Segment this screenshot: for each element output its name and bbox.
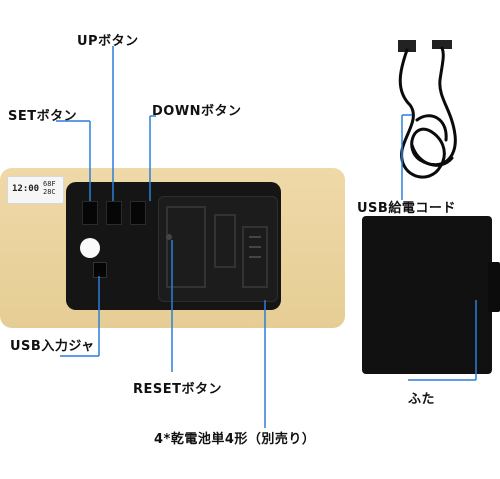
- reset-button[interactable]: [166, 234, 172, 240]
- up-button[interactable]: [106, 201, 122, 225]
- battery-lid-tab: [488, 262, 500, 312]
- reset-button-label: RESETボタン: [133, 382, 223, 397]
- lid-label: ふた: [408, 392, 436, 407]
- usb-input-label: USB入力ジャ: [10, 339, 95, 354]
- battery-contacts-icon: [166, 206, 268, 288]
- up-button-label: UPボタン: [77, 34, 139, 49]
- usb-input-port[interactable]: [93, 262, 107, 278]
- battery-label: 4*乾電池単4形（別売り）: [154, 432, 316, 447]
- set-button[interactable]: [82, 201, 98, 225]
- display-time: 12:00: [12, 184, 40, 194]
- battery-lid: [362, 216, 492, 374]
- usb-cable-icon: [398, 40, 457, 179]
- down-button[interactable]: [130, 201, 146, 225]
- display-temp-c: 28C: [43, 188, 56, 196]
- display-temperature: 68F 28C: [43, 180, 56, 196]
- battery-compartment: [158, 196, 278, 302]
- display-temp-f: 68F: [43, 180, 56, 188]
- clock-display-inset: 12:00 68F 28C: [7, 176, 64, 204]
- light-sensor: [80, 238, 100, 258]
- down-button-label: DOWNボタン: [152, 104, 242, 119]
- usb-cable-label: USB給電コード: [357, 201, 456, 216]
